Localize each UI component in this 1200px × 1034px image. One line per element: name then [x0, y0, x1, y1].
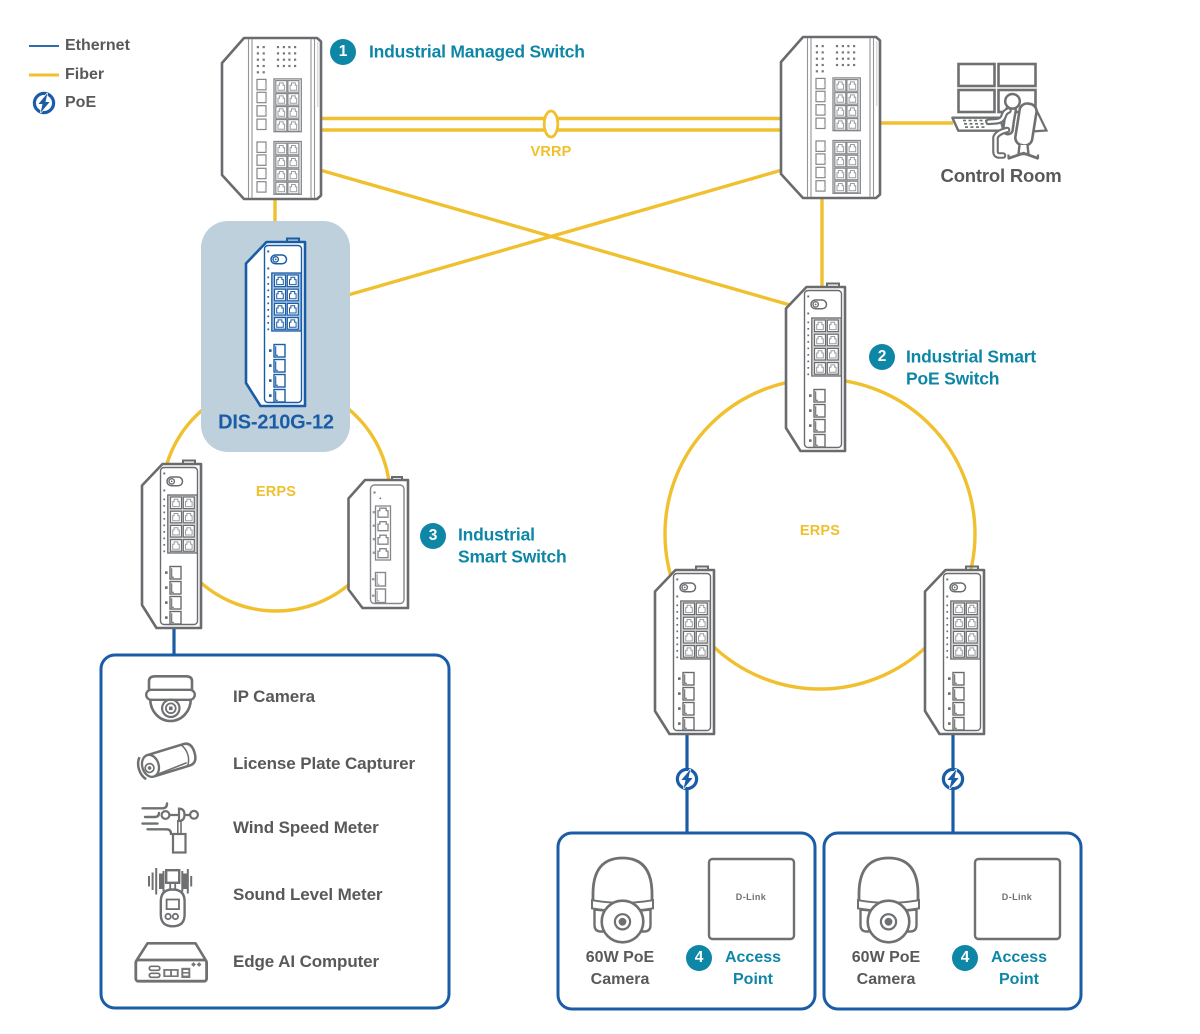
- ap-label-right-2: Point: [999, 971, 1039, 988]
- ap-brand-left: D-Link: [735, 892, 767, 902]
- control-room-label: Control Room: [940, 165, 1062, 186]
- managed-switch-right-icon: [781, 37, 880, 198]
- device-label-license-plate: License Plate Capturer: [233, 754, 416, 773]
- callout-number-4-right: 4: [952, 945, 978, 971]
- poe-camera-right-icon: [856, 856, 921, 944]
- callout-number-3: 3: [420, 523, 446, 549]
- callout-label-smart-switch-2: Smart Switch: [458, 546, 567, 567]
- camera-label-right-2: Camera: [856, 971, 916, 988]
- callout-number-4-left: 4: [686, 945, 712, 971]
- ap-label-left-1: Access: [724, 949, 782, 966]
- smart-poe-switch-top-icon: [786, 284, 845, 452]
- smart-switch-small-icon: [347, 475, 410, 610]
- camera-label-left-1: 60W PoE: [585, 949, 655, 966]
- edge-ai-computer-icon: [134, 941, 209, 983]
- vrrp-label: VRRP: [530, 144, 572, 160]
- smart-switch-left-ring-icon: [142, 461, 201, 629]
- vrrp-aggregation-symbol: [542, 109, 560, 139]
- legend-label-ethernet: Ethernet: [65, 37, 130, 54]
- dis-model-label: DIS-210G-12: [218, 411, 334, 434]
- ap-brand-right: D-Link: [1001, 892, 1033, 902]
- camera-label-left-2: Camera: [590, 971, 650, 988]
- smart-poe-switch-bottom-left-icon: [655, 567, 714, 735]
- callout-label-smart-switch-1: Industrial: [458, 524, 535, 545]
- poe-icon: [32, 91, 56, 115]
- camera-label-right-1: 60W PoE: [851, 949, 921, 966]
- erps-label-left: ERPS: [255, 484, 297, 500]
- fiber-cross-link-2: [347, 168, 783, 297]
- erps-label-right: ERPS: [799, 523, 841, 539]
- callout-label-smart-poe-2: PoE Switch: [906, 368, 1000, 389]
- callout-number-1: 1: [330, 39, 356, 65]
- device-label-ip-camera: IP Camera: [233, 687, 315, 706]
- device-label-sound-level: Sound Level Meter: [233, 885, 383, 904]
- managed-switch-left-icon: [222, 38, 321, 199]
- callout-label-smart-poe-1: Industrial Smart: [906, 346, 1037, 367]
- poe-camera-left-icon: [590, 856, 655, 944]
- legend-label-fiber: Fiber: [65, 66, 105, 83]
- poe-badge-left: [675, 767, 699, 791]
- callout-number-2: 2: [869, 344, 895, 370]
- poe-badge-right: [941, 767, 965, 791]
- callout-label-managed-switch: Industrial Managed Switch: [369, 41, 585, 62]
- dis-210g-12-switch-icon: [246, 239, 305, 407]
- control-room-icon: [952, 64, 1046, 159]
- device-label-edge-ai: Edge AI Computer: [233, 952, 380, 971]
- smart-poe-switch-bottom-right-icon: [925, 567, 984, 735]
- ap-label-right-1: Access: [990, 949, 1048, 966]
- fiber-cross-link-1: [319, 168, 791, 307]
- access-point-right-icon: [973, 857, 1062, 941]
- device-label-wind-speed: Wind Speed Meter: [233, 818, 379, 837]
- legend-label-poe: PoE: [65, 94, 97, 111]
- ap-label-left-2: Point: [733, 971, 773, 988]
- access-point-left-icon: [707, 857, 796, 941]
